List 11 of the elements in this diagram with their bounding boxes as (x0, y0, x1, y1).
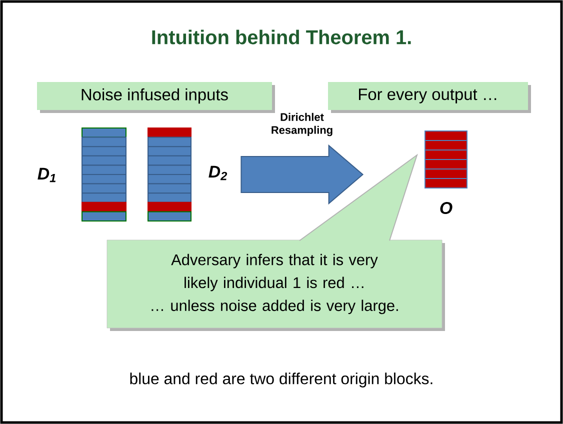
block-arrow (240, 144, 364, 205)
block-stack-drawing (424, 130, 468, 188)
title: Intuition behind Theorem 1. (152, 30, 411, 44)
stack-label: D$_{2}$ (208, 166, 228, 180)
note-text: blue and red are two different origin blocks. (130, 372, 432, 388)
edge-label: Dirichlet Resampling (272, 112, 332, 136)
block-stack-drawing (148, 128, 192, 222)
label-box: Noise infused inputs (37, 82, 275, 113)
label-box: For every output … (328, 82, 531, 113)
block-stack-drawing (82, 128, 126, 222)
stack-label: D$_{1}$ (38, 168, 56, 182)
